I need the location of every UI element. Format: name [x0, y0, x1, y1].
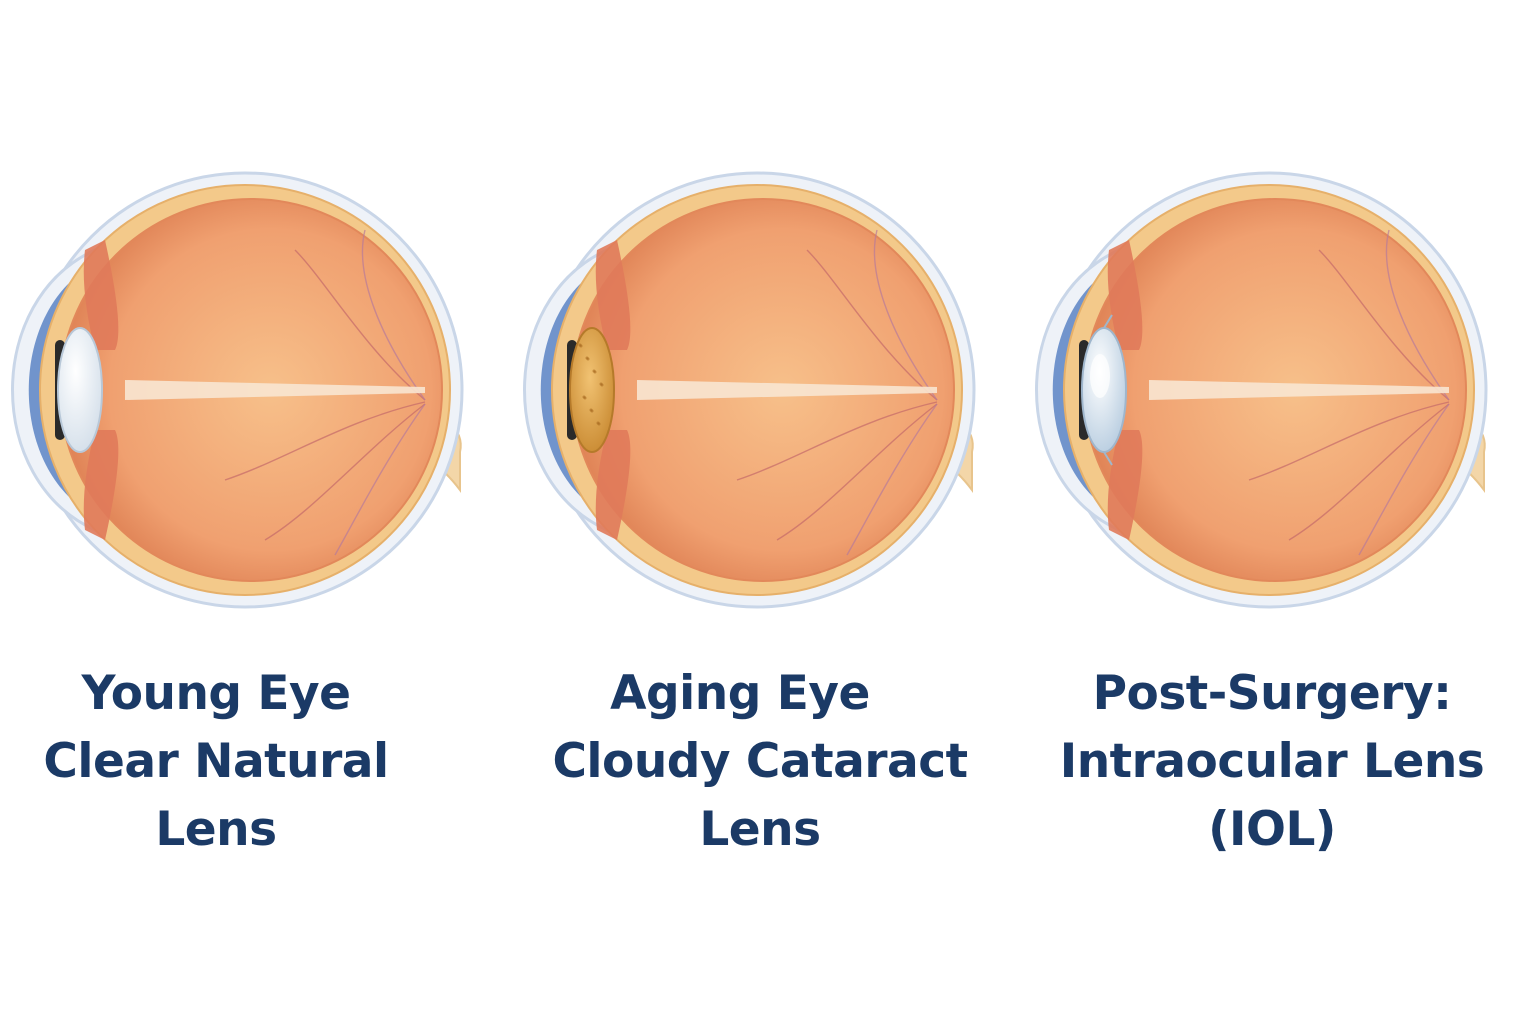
caption-line: Clear Natural [43, 734, 389, 789]
blood-vessel [334, 403, 426, 556]
panel-young-eye: Young Eye Clear Natural Lens [0, 0, 512, 1024]
caption-line: Intraocular Lens [1059, 734, 1485, 789]
cataract-opacity-dot [597, 422, 601, 426]
iol-eye-illustration [1035, 171, 1488, 609]
blood-vessel [294, 249, 426, 401]
caption-line: Post-Surgery: [1092, 666, 1452, 721]
blood-vessel [806, 249, 938, 401]
blood-vessel [873, 229, 938, 401]
iol-haptic-top [1103, 314, 1113, 329]
iol-highlight [1090, 354, 1110, 398]
ciliary-body-top [1107, 240, 1143, 350]
blood-vessel [736, 401, 938, 481]
blood-vessel [1248, 401, 1450, 481]
caption-line: Lens [699, 802, 821, 857]
cataract-opacity-dot [590, 409, 594, 413]
light-path [125, 380, 425, 400]
caption-line: Young Eye [81, 666, 351, 721]
cataract-opacity-dot [600, 383, 604, 387]
caption-line: Lens [155, 802, 277, 857]
clear-natural-lens [57, 327, 103, 453]
panel-aging-eye: Aging Eye Cloudy Cataract Lens [512, 0, 1024, 1024]
blood-vessel [264, 403, 426, 541]
blood-vessel [776, 403, 938, 541]
ciliary-body-bottom [83, 430, 119, 540]
ciliary-body-bottom [595, 430, 631, 540]
ciliary-body-top [595, 240, 631, 350]
blood-vessel [846, 403, 938, 556]
cataract-opacity-dot [583, 396, 587, 400]
blood-vessel [1385, 229, 1450, 401]
blood-vessel [1318, 249, 1450, 401]
caption-post-surgery: Post-Surgery: Intraocular Lens (IOL) [1016, 660, 1528, 864]
blood-vessel [1288, 403, 1450, 541]
blood-vessel [224, 401, 426, 481]
young-eye-illustration [11, 171, 464, 609]
blood-vessel [361, 229, 426, 401]
panel-post-surgery-eye: Post-Surgery: Intraocular Lens (IOL) [1024, 0, 1536, 1024]
caption-line: Aging Eye [610, 666, 870, 721]
aging-eye-illustration [523, 171, 976, 609]
cataract-opacity-dot [586, 357, 590, 361]
caption-aging-eye: Aging Eye Cloudy Cataract Lens [504, 660, 1016, 864]
cataract-lens [569, 327, 615, 453]
light-path [1149, 380, 1449, 400]
cataract-opacity-dot [579, 344, 583, 348]
light-path [637, 380, 937, 400]
blood-vessel [1358, 403, 1450, 556]
ciliary-body-top [83, 240, 119, 350]
cataract-opacity-dot [593, 370, 597, 374]
ciliary-body-bottom [1107, 430, 1143, 540]
caption-line: Cloudy Cataract [552, 734, 968, 789]
caption-young-eye: Young Eye Clear Natural Lens [0, 660, 472, 864]
iol-haptic-bottom [1103, 451, 1113, 466]
caption-line: (IOL) [1208, 802, 1336, 857]
